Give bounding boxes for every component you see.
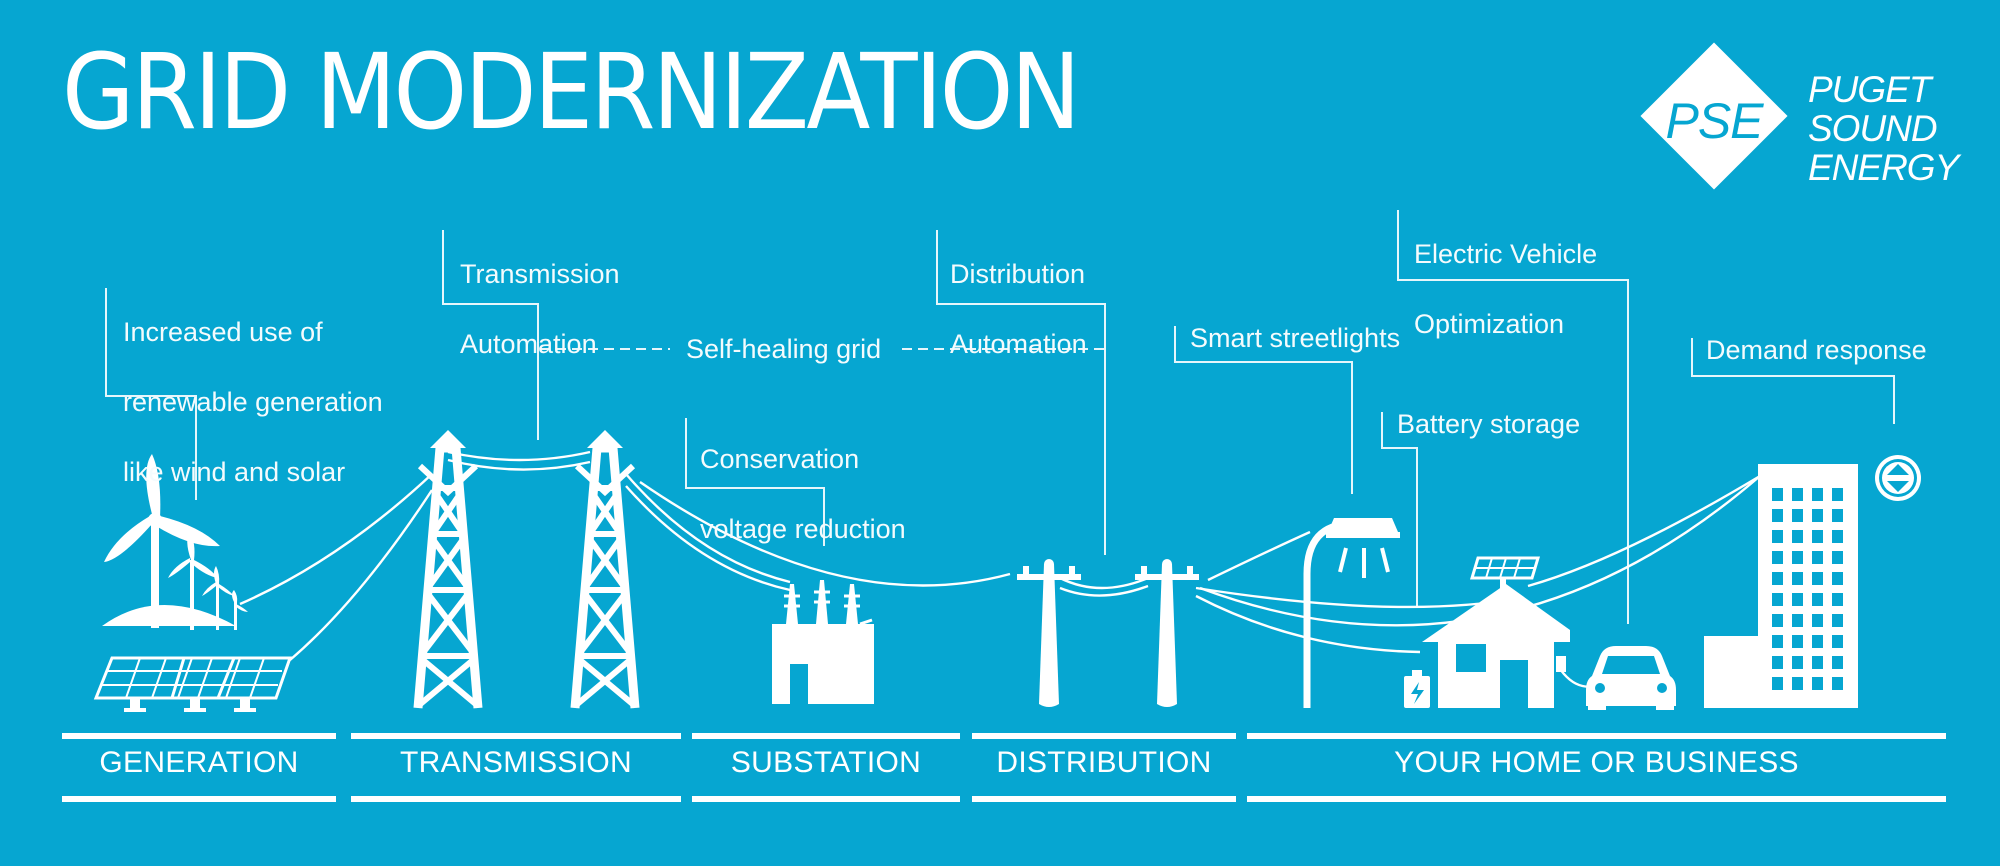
building-window	[1772, 509, 1783, 522]
stage-bars	[62, 733, 1946, 802]
building-window	[1792, 614, 1803, 627]
leader-transmission	[442, 230, 539, 440]
logo-name-line: SOUND	[1808, 108, 1938, 149]
annotation-demand-response: Demand response	[1706, 335, 1927, 365]
building-window	[1812, 551, 1823, 564]
transmission-tower-icon	[418, 430, 635, 708]
building-window	[1772, 593, 1783, 606]
annotation-ev: Electric Vehicle Optimization	[1414, 202, 1597, 377]
building-window	[1812, 614, 1823, 627]
annotation-self-healing: Self-healing grid	[686, 334, 882, 364]
annotation-renewables: Increased use of renewable generation li…	[123, 280, 383, 525]
logo-name-line: PUGET	[1808, 69, 1931, 110]
building-window	[1792, 656, 1803, 669]
building-window	[1772, 488, 1783, 501]
building-window	[1812, 509, 1823, 522]
leader-battery	[1381, 412, 1418, 606]
building-window	[1792, 488, 1803, 501]
logo-name: PUGET SOUND ENERGY	[1808, 69, 1959, 188]
office-building-icon	[1704, 464, 1858, 708]
wind-turbine-icon	[102, 454, 248, 630]
logo-abbr: PSE	[1665, 93, 1763, 149]
stage-label-distribution: DISTRIBUTION	[996, 746, 1212, 779]
battery-icon	[1404, 670, 1430, 708]
annotation-battery: Battery storage	[1397, 409, 1581, 439]
building-window	[1812, 677, 1823, 690]
building-window	[1792, 635, 1803, 648]
building-window	[1772, 614, 1783, 627]
building-window	[1812, 530, 1823, 543]
streetlight-icon	[1303, 518, 1400, 708]
building-window	[1772, 656, 1783, 669]
stage-label-transmission: TRANSMISSION	[400, 746, 632, 779]
building-window	[1832, 488, 1843, 501]
logo-name-line: ENERGY	[1808, 147, 1959, 188]
annotation-line: Conservation	[700, 444, 860, 474]
building-window	[1792, 593, 1803, 606]
building-window	[1812, 656, 1823, 669]
stage-label-generation: GENERATION	[99, 746, 299, 779]
building-window	[1812, 572, 1823, 585]
leader-demand	[1691, 338, 1895, 424]
annotation-line: Transmission	[460, 259, 620, 289]
leader-conservation	[685, 418, 825, 546]
building-window	[1812, 593, 1823, 606]
annotation-line: Automation	[460, 329, 597, 359]
house-icon	[1422, 556, 1570, 708]
building-window	[1832, 551, 1843, 564]
annotation-line: voltage reduction	[700, 514, 906, 544]
page-title: GRID MODERNIZATION	[62, 31, 1081, 153]
building-window	[1832, 509, 1843, 522]
building-window	[1772, 530, 1783, 543]
leader-streetlights	[1174, 326, 1353, 494]
building-window	[1832, 593, 1843, 606]
building-window	[1832, 530, 1843, 543]
building-window	[1812, 635, 1823, 648]
annotation-line: Optimization	[1414, 309, 1565, 339]
annotation-line: Automation	[950, 329, 1087, 359]
building-window	[1832, 656, 1843, 669]
annotation-streetlights: Smart streetlights	[1190, 323, 1401, 353]
leader-ev	[1397, 210, 1629, 624]
building-window	[1792, 530, 1803, 543]
annotation-line: Electric Vehicle	[1414, 239, 1598, 269]
annotation-line: renewable generation	[123, 387, 383, 417]
leader-renewables	[105, 288, 197, 500]
annotation-line: Increased use of	[123, 317, 323, 347]
annotation-leaders	[105, 210, 1895, 624]
solar-panel-icon	[93, 656, 293, 712]
building-window	[1832, 614, 1843, 627]
building-window	[1772, 677, 1783, 690]
building-window	[1772, 635, 1783, 648]
stage-label-home-business: YOUR HOME OR BUSINESS	[1394, 746, 1799, 779]
up-down-arrow-icon	[1875, 455, 1921, 501]
building-window	[1772, 551, 1783, 564]
annotation-transmission-automation: Transmission Automation	[460, 222, 620, 397]
substation-icon	[772, 580, 874, 704]
building-window	[1812, 488, 1823, 501]
building-window	[1772, 572, 1783, 585]
annotation-line: Distribution	[950, 259, 1086, 289]
annotation-conservation: Conservation voltage reduction	[700, 407, 906, 582]
annotation-distribution-automation: Distribution Automation	[950, 222, 1087, 397]
annotation-line: like wind and solar	[123, 457, 346, 487]
leader-distribution	[936, 230, 1106, 555]
stage-label-substation: SUBSTATION	[730, 746, 922, 779]
building-window	[1792, 509, 1803, 522]
building-window	[1792, 551, 1803, 564]
utility-pole-icon	[1017, 559, 1199, 707]
building-window	[1832, 572, 1843, 585]
building-window	[1792, 677, 1803, 690]
building-window	[1832, 677, 1843, 690]
building-window	[1832, 635, 1843, 648]
electric-car-icon	[1586, 646, 1676, 710]
building-window	[1792, 572, 1803, 585]
